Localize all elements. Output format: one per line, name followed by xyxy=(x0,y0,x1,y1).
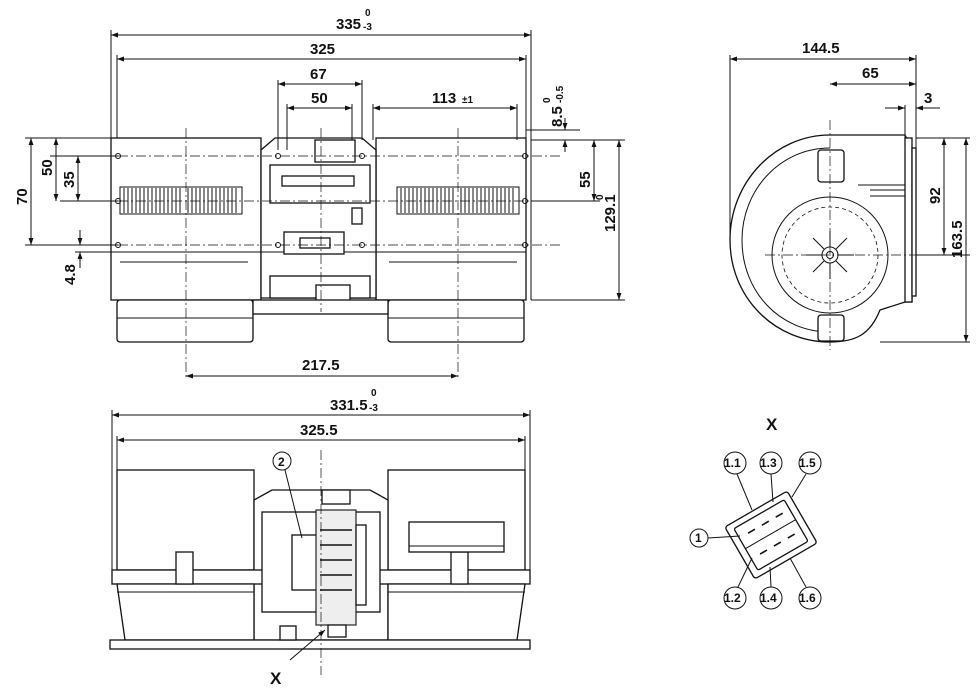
callout-2: 2 xyxy=(278,455,285,469)
clip-right xyxy=(450,551,469,585)
label-plate xyxy=(408,521,505,553)
dim-50-left: 50 xyxy=(39,159,56,176)
dim-65: 65 xyxy=(862,65,879,82)
detail-x-title: X xyxy=(766,415,778,434)
dim-55: 55 xyxy=(577,171,594,188)
view-marker-x: X xyxy=(270,669,282,688)
dim-144-5: 144.5 xyxy=(802,40,840,57)
dim-113: 113 xyxy=(432,90,456,107)
dim-163-5: 163.5 xyxy=(949,220,966,258)
callout-2-circle xyxy=(272,451,292,471)
dim-3: 3 xyxy=(924,90,932,107)
scroll-housing xyxy=(729,134,913,343)
dim-113-tol: ±1 xyxy=(462,95,473,106)
dim-67: 67 xyxy=(310,66,327,83)
dim-width-total: 335 xyxy=(336,16,361,33)
pin-1-4: 1.4 xyxy=(760,591,777,605)
connector-face xyxy=(725,491,817,579)
flange xyxy=(904,137,913,303)
detail-x: X 1.1 1.3 1.5 1 1.2 1.4 1.6 xyxy=(689,415,822,610)
pin-1-2: 1.2 xyxy=(724,591,741,605)
dim-8-5-tol-upper: 0 xyxy=(542,97,553,103)
dim-129-1: 129.1 xyxy=(602,194,619,232)
pin-1-6: 1.6 xyxy=(799,591,816,605)
dim-35: 35 xyxy=(61,171,78,188)
front-view: 335 0 -3 325 67 50 113 ±1 8.5 0 -0.5 70 … xyxy=(14,8,625,380)
dim-width-total-tol-upper: 0 xyxy=(365,8,371,19)
dim-331-5: 331.5 xyxy=(330,397,368,414)
dim-4-8: 4.8 xyxy=(62,264,79,285)
connector-block xyxy=(315,509,357,626)
bottom-view: 2 X 331.5 0 -3 325.5 xyxy=(109,388,531,688)
left-lower-lobe xyxy=(116,299,254,343)
dim-217-5: 217.5 xyxy=(302,357,340,374)
dim-width-inner: 325 xyxy=(310,41,335,58)
pin-1-3: 1.3 xyxy=(760,456,777,470)
dim-50-top: 50 xyxy=(311,90,328,107)
dim-8-5-tol-lower: -0.5 xyxy=(555,85,566,103)
clip-left xyxy=(175,551,194,585)
dim-129-1-tol-upper: 0 xyxy=(595,194,606,200)
right-housing xyxy=(375,137,527,301)
dim-331-5-tol-upper: 0 xyxy=(371,388,377,399)
side-view: 144.5 65 3 92 163.5 xyxy=(729,40,970,350)
pin-1-1: 1.1 xyxy=(724,456,741,470)
dim-325-5: 325.5 xyxy=(300,422,338,439)
pin-1-5: 1.5 xyxy=(799,456,816,470)
dim-70: 70 xyxy=(14,188,31,205)
right-lower-lobe xyxy=(387,299,525,343)
dim-width-total-tol-lower: -3 xyxy=(363,22,372,33)
dim-8-5: 8.5 xyxy=(549,106,566,127)
dim-331-5-tol-lower: -3 xyxy=(369,403,378,414)
dim-92: 92 xyxy=(927,187,944,204)
pin-callouts: 1.1 1.3 1.5 1 1.2 1.4 1.6 xyxy=(689,451,822,610)
pin-1: 1 xyxy=(695,531,702,545)
